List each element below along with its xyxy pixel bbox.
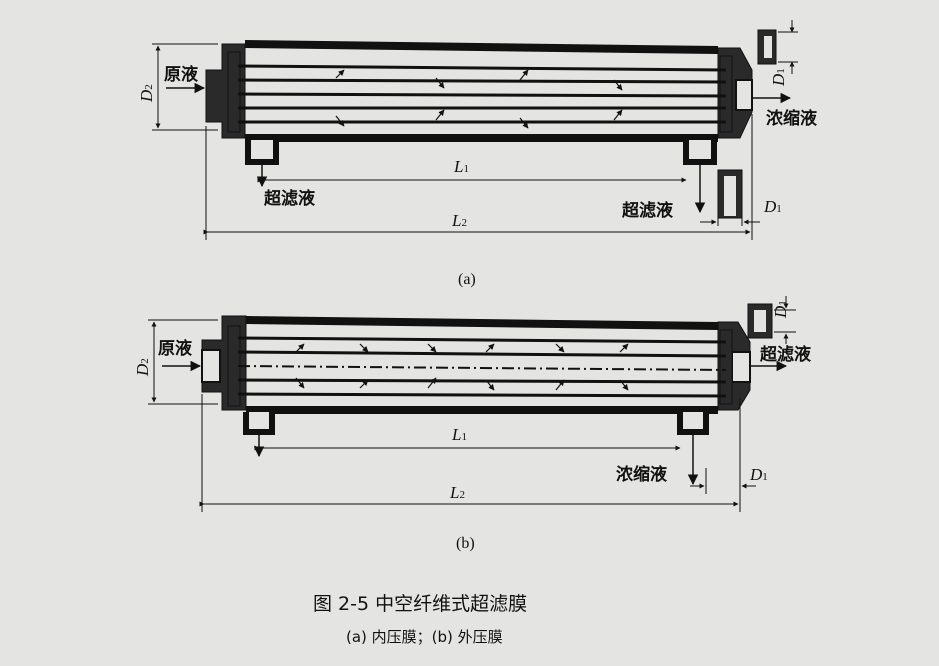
diagram-b: D1 D2 原液 超滤液 浓缩液 L1 L2: [133, 296, 811, 552]
dim-d2-b: [148, 319, 218, 405]
dim-d2-a: [152, 43, 218, 131]
permeate-label-a-right: 超滤液: [622, 200, 673, 221]
module-b-flow-arrows: [295, 343, 629, 391]
caption-a: (a): [458, 271, 476, 288]
permeate-label-a-left: 超滤液: [264, 188, 315, 209]
dim-d1-b-bottom-label: D1: [749, 465, 768, 484]
dim-d2-a-label: D2: [137, 84, 156, 103]
dim-d2-b-label: D2: [133, 358, 152, 377]
concentrate-label-a: 浓缩液: [766, 108, 817, 129]
dim-d1-a-label: D1: [769, 68, 788, 87]
inlet-label-a: 原液: [164, 64, 198, 85]
d1-connector-b: [747, 296, 796, 344]
caption-b: (b): [456, 535, 475, 552]
d1-connector-a-bottom: [700, 169, 760, 226]
inlet-label-b: 原液: [158, 338, 192, 359]
dim-d1-b-label: D1: [771, 300, 790, 319]
concentrate-label-b: 浓缩液: [616, 464, 667, 485]
dim-d1-a-bottom-label: D1: [763, 197, 782, 216]
module-a-body: [205, 40, 753, 165]
module-b-body: [201, 315, 751, 435]
figure-title: 图 2-5 中空纤维式超滤膜: [313, 593, 527, 615]
dim-l1-b-label: L1: [451, 425, 467, 444]
dim-l2-a-label: L2: [451, 211, 467, 230]
dim-l2-b-label: L2: [449, 483, 465, 502]
diagram-a: D1 D2 原液 浓缩液 超滤液 超滤液 L1 L2: [137, 20, 817, 288]
figure-subtitle: (a) 内压膜；(b) 外压膜: [346, 628, 503, 646]
d1-connector-b-bottom: [690, 468, 756, 494]
d1-connector-a: D1: [757, 20, 798, 87]
dim-l2-a: [203, 114, 753, 240]
module-a-flow-arrows: [335, 69, 623, 129]
dim-l1-a-label: L1: [453, 157, 469, 176]
permeate-label-b: 超滤液: [760, 344, 811, 365]
